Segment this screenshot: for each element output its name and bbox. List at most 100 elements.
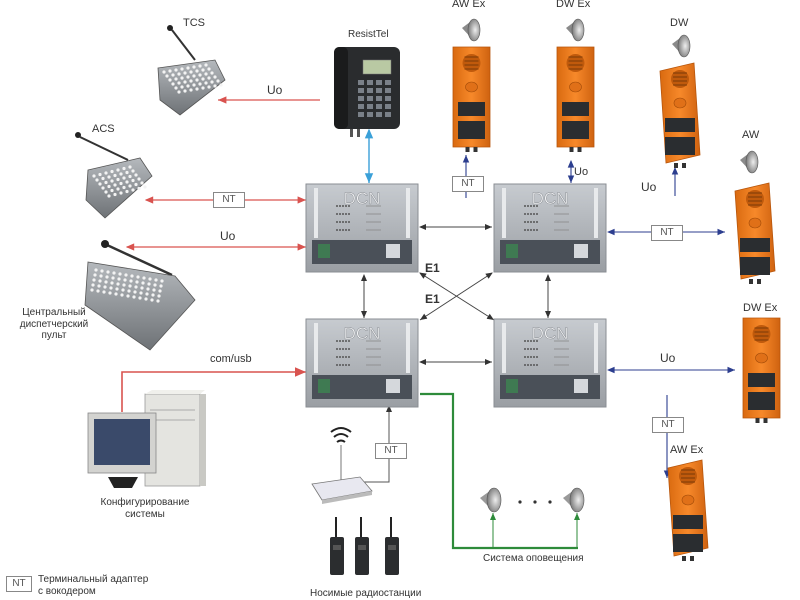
dcn-node-bottom-right: DCN <box>493 318 607 408</box>
keypad-button <box>112 271 116 275</box>
keypad-button <box>122 283 126 287</box>
keypad-button <box>98 279 102 283</box>
keypad-button <box>104 280 108 284</box>
uo-label-dwex-right: Uo <box>660 351 676 365</box>
keypad-button <box>134 285 138 289</box>
aw-right-station <box>734 182 776 284</box>
keypad-button <box>121 288 125 292</box>
keypad-button <box>107 175 111 179</box>
keypad-button <box>210 80 214 84</box>
keypad-button <box>152 288 156 292</box>
keypad-button <box>122 185 126 190</box>
nt-box-aw: NT <box>651 225 683 241</box>
keypad-button <box>129 279 133 283</box>
keypad-button <box>180 67 184 71</box>
keypad-button <box>198 73 202 77</box>
keypad-button <box>186 66 190 70</box>
keypad-button <box>158 289 162 293</box>
keypad-button <box>133 290 137 294</box>
dcn-node-bottom-left: DCN <box>305 318 419 408</box>
keypad-button <box>180 85 184 89</box>
keypad-button <box>122 176 126 180</box>
phone-key <box>385 88 391 93</box>
keypad-button <box>165 74 169 78</box>
keypad-button <box>177 72 181 76</box>
central-console-label-line: диспетчерский <box>19 318 89 330</box>
keypad-button <box>135 280 139 284</box>
keypad-button <box>95 178 99 182</box>
phone-key <box>358 112 364 117</box>
keypad-button <box>183 89 187 93</box>
keypad-button <box>145 292 149 296</box>
keypad-button <box>134 173 138 177</box>
keypad-button <box>210 71 214 75</box>
central-console-label: Центральный диспетчерский пульт <box>14 307 94 342</box>
keypad-button <box>107 194 111 198</box>
keypad-button <box>142 276 146 280</box>
keypad-button <box>183 71 187 75</box>
pa-horn-icon <box>563 487 585 513</box>
keypad-button <box>128 174 132 179</box>
phone-key <box>367 104 373 109</box>
pa-horn-icon <box>480 487 502 513</box>
aw-right-label: AW <box>742 129 760 141</box>
phone-key <box>385 112 391 117</box>
keypad-button <box>192 74 196 78</box>
legend-nt-symbol: NT <box>6 576 32 592</box>
keypad-button <box>195 69 199 73</box>
keypad-button <box>94 268 98 272</box>
phone-key <box>358 88 364 93</box>
keypad-button <box>110 188 114 193</box>
com-usb-label: com/usb <box>210 353 252 365</box>
legend-text: Терминальный адаптер с вокодером <box>38 574 148 597</box>
phone-key <box>367 88 373 93</box>
nt-box-radio: NT <box>375 443 407 459</box>
keypad-button <box>92 278 96 282</box>
dcn-label: DCN <box>344 189 381 208</box>
horn-speaker-icon <box>566 18 585 42</box>
keypad-button <box>195 78 199 82</box>
keypad-button <box>141 281 145 285</box>
uo-label-dwex-top: Uo <box>574 166 589 178</box>
keypad-button <box>219 83 223 87</box>
horn-speaker-icon <box>462 18 481 42</box>
phone-key <box>367 96 373 101</box>
keypad-button <box>154 278 158 282</box>
handheld-radio-icon <box>385 517 399 575</box>
keypad-button <box>125 189 129 194</box>
keypad-button <box>124 273 128 277</box>
e1-label-2: E1 <box>425 292 440 306</box>
link-radio-dcn <box>357 405 392 483</box>
acs-console <box>75 132 153 219</box>
keypad-button <box>207 67 211 71</box>
keypad-button <box>143 185 147 189</box>
acs-label: ACS <box>92 123 115 135</box>
keypad-button <box>162 70 166 74</box>
phone-key <box>376 96 382 101</box>
keypad-button <box>117 277 121 281</box>
pc-label-line: Конфигурирование <box>100 497 190 508</box>
keypad-button <box>115 287 119 291</box>
keypad-button <box>126 294 130 298</box>
keypad-button <box>101 186 105 190</box>
aw-ex-top-station <box>452 46 491 152</box>
keypad-button <box>103 285 107 289</box>
keypad-button <box>189 79 193 83</box>
keypad-button <box>213 75 217 79</box>
keypad-button <box>177 90 181 94</box>
keypad-button <box>128 165 132 169</box>
keypad-button <box>213 84 217 88</box>
phone-key <box>376 112 382 117</box>
pc-label: Конфигурирование системы <box>90 497 200 520</box>
pc-workstation <box>87 390 206 488</box>
keypad-button <box>198 64 202 68</box>
keypad-button <box>150 298 154 302</box>
keypad-button <box>130 274 134 278</box>
phone-key <box>385 104 391 109</box>
keypad-button <box>119 191 123 195</box>
handheld-radio-icon <box>330 517 344 575</box>
keypad-button <box>104 190 108 194</box>
keypad-button <box>144 297 148 301</box>
keypad-button <box>116 177 120 182</box>
